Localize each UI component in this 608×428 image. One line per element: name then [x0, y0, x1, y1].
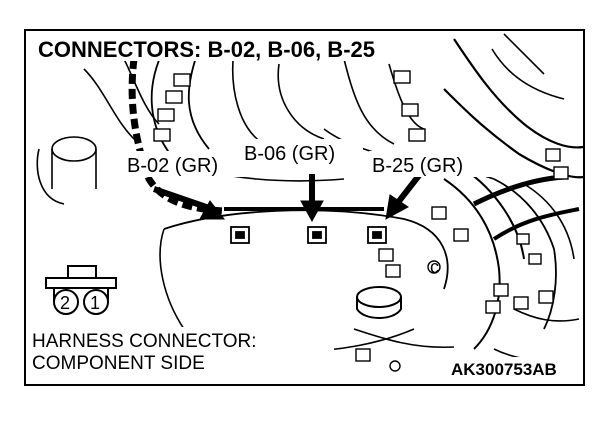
arrow-b02-shaft	[153, 186, 213, 212]
misc-connectors	[153, 70, 569, 362]
connector-b02	[230, 226, 250, 244]
label-b06: B-06 (GR)	[244, 143, 335, 165]
ground-eyelet	[427, 260, 441, 274]
target-connectors	[230, 226, 387, 244]
caption-line1: HARNESS CONNECTOR:	[32, 331, 257, 352]
pin-1-number: 1	[90, 293, 100, 313]
diagram-title: CONNECTORS: B-02, B-06, B-25	[38, 37, 375, 62]
arrow-b25-head	[385, 194, 409, 220]
engine-bay-diagram: c CONNECTORS: B-02, B-06, B	[24, 29, 585, 386]
ground-eyelet-2	[389, 360, 401, 372]
arrow-b02-head	[199, 200, 226, 220]
caption-line2: COMPONENT SIDE	[32, 353, 205, 374]
pin-2-number: 2	[60, 293, 70, 313]
label-masks	[29, 35, 579, 379]
label-b25: B-25 (GR)	[372, 155, 463, 177]
diagram-canvas: c CONNECTORS: B-02, B-06, B	[24, 29, 585, 386]
callout-letter: c	[430, 257, 439, 277]
harness-pin-symbol	[45, 265, 117, 315]
connector-b25	[367, 226, 387, 244]
label-b02: B-02 (GR)	[127, 155, 218, 177]
connector-b06	[307, 226, 327, 244]
part-code: AK300753AB	[451, 360, 557, 379]
